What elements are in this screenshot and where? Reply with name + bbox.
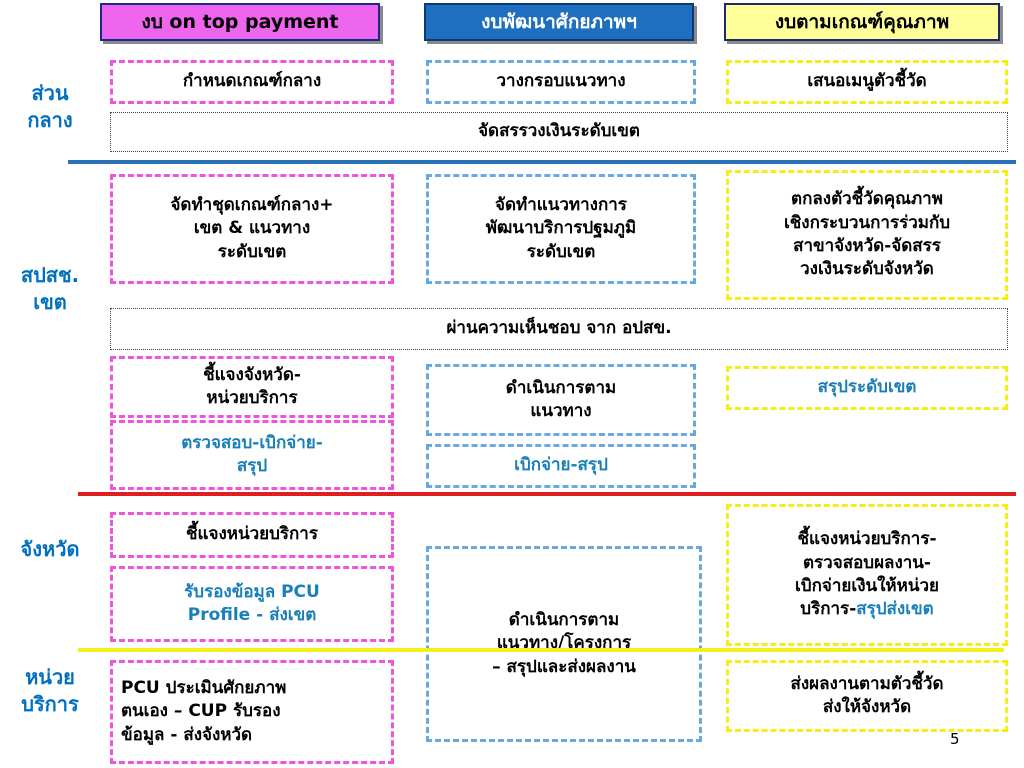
level-central-label: ส่วน กลาง	[27, 81, 73, 132]
header-develop-budget: งบพัฒนาศักยภาพฯ	[424, 3, 694, 41]
province-explain-check-disburse: ชี้แจงหน่วยบริการ- ตรวจสอบผลงาน- เบิกจ่า…	[726, 504, 1008, 646]
region-operate-guideline: ดำเนินการตาม แนวทาง	[426, 364, 696, 436]
central-define-criteria: กำหนดเกณฑ์กลาง	[110, 60, 394, 104]
level-region-label: สปสช. เขต	[20, 263, 80, 314]
region-disburse-summary: เบิกจ่าย-สรุป	[426, 444, 696, 488]
unit-pcu-self-assessment: PCU ประเมินศักยภาพ ตนเอง – CUP รับรอง ข้…	[110, 660, 394, 764]
level-unit-label: หน่วย บริการ	[21, 665, 79, 716]
region-approval-banner: ผ่านความเห็นชอบ จาก อปสข.	[110, 308, 1008, 350]
central-indicator-menu: เสนอเมนูตัวชี้วัด	[726, 60, 1008, 104]
header-on-top-label: งบ on top payment	[141, 11, 339, 33]
region-summary: สรุประดับเขต	[726, 366, 1008, 410]
unit-send-results: ส่งผลงานตามตัวชี้วัด ส่งให้จังหวัด	[726, 660, 1008, 732]
central-allocation-banner: จัดสรรวงเงินระดับเขต	[110, 112, 1008, 152]
header-quality-budget: งบตามเกณฑ์คุณภาพ	[724, 3, 1000, 41]
province-explain-units: ชี้แจงหน่วยบริการ	[110, 512, 394, 558]
region-check-disburse: ตรวจสอบ-เบิกจ่าย- สรุป	[110, 420, 394, 490]
header-develop-label: งบพัฒนาศักยภาพฯ	[481, 11, 637, 33]
header-on-top-payment: งบ on top payment	[100, 3, 380, 41]
header-quality-label: งบตามเกณฑ์คุณภาพ	[774, 11, 950, 33]
divider-province-unit	[78, 648, 1004, 652]
region-quality-indicator-agreement: ตกลงตัวชี้วัดคุณภาพ เชิงกระบวนการร่วมกับ…	[726, 170, 1008, 300]
province-certify-pcu-profile: รับรองข้อมูล PCU Profile - ส่งเขต	[110, 566, 394, 642]
level-province-label: จังหวัด	[20, 537, 80, 561]
divider-central-region	[68, 160, 1016, 164]
page-number: 5	[950, 730, 960, 748]
region-explain-province: ชี้แจงจังหวัด- หน่วยบริการ	[110, 356, 394, 418]
province-col3-suffix: สรุปส่งเขต	[856, 599, 934, 620]
region-criteria-set: จัดทำชุดเกณฑ์กลาง+ เขต & แนวทาง ระดับเขต	[110, 174, 394, 284]
province-operate-projects: ดำเนินการตาม แนวทาง/โครงการ – สรุปและส่ง…	[426, 546, 702, 742]
province-col3-prefix: บริการ-	[800, 599, 857, 620]
divider-region-province	[78, 492, 1016, 496]
region-primary-care-guideline: จัดทำแนวทางการ พัฒนาบริการปฐมภูมิ ระดับเ…	[426, 174, 696, 284]
central-framework: วางกรอบแนวทาง	[426, 60, 696, 104]
